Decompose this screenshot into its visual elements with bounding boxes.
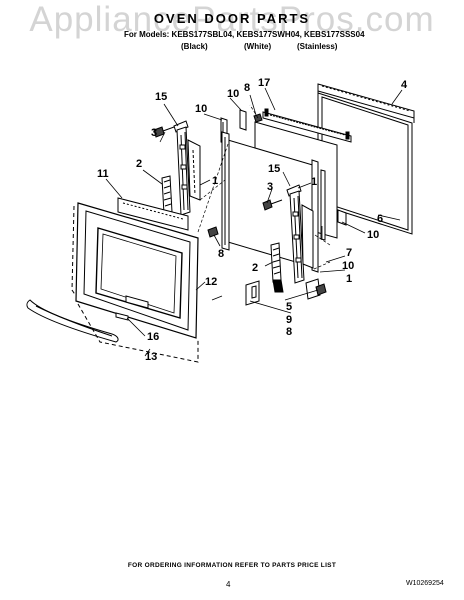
callout-3-right: 3 xyxy=(267,181,273,193)
part-6-outer-glass xyxy=(317,92,413,235)
callout-7: 7 xyxy=(346,247,352,259)
callout-15-right: 15 xyxy=(268,163,280,175)
callout-leaders xyxy=(105,87,403,357)
callout-15-left: 15 xyxy=(155,91,167,103)
callout-5: 5 xyxy=(286,301,292,313)
door-handle xyxy=(26,299,119,343)
callout-16: 17 xyxy=(258,77,270,89)
callout-11: 11 xyxy=(97,168,109,180)
callout-10-right: 10 xyxy=(367,229,379,241)
callout-9: 9 xyxy=(286,314,292,326)
callout-6: 6 xyxy=(377,213,383,225)
ordering-note: FOR ORDERING INFORMATION REFER TO PARTS … xyxy=(127,562,337,569)
leader-lines xyxy=(197,104,331,270)
document-code: W10269254 xyxy=(406,580,444,587)
variant-black: (Black) xyxy=(181,42,208,51)
part-15-right-hinge xyxy=(286,184,314,284)
models-line: For Models: KEBS177SBL04, KEBS177SWH04, … xyxy=(124,30,365,39)
callout-13: 13 xyxy=(145,351,157,363)
callout-8-mid: 8 xyxy=(218,248,224,260)
callout-4: 4 xyxy=(401,79,408,91)
variant-stainless: (Stainless) xyxy=(297,42,338,51)
callout-2-left: 2 xyxy=(136,158,142,170)
part-11-liner-strip xyxy=(117,197,189,231)
callout-3-left: 3 xyxy=(151,127,157,139)
callout-8-top: 8 xyxy=(244,82,250,94)
callout-2-right: 2 xyxy=(252,262,258,274)
watermark-text: AppliancePartsPros.com xyxy=(29,0,435,39)
callout-1-left: 1 xyxy=(212,175,218,187)
callout-10-left: 10 xyxy=(195,103,207,115)
callout-10-mid: 10 xyxy=(227,88,239,100)
variant-white: (White) xyxy=(244,42,272,51)
page-title: OVEN DOOR PARTS xyxy=(153,11,311,26)
callout-10-lower-right: 10 xyxy=(342,260,354,272)
part-16-glass-retainer xyxy=(262,108,352,143)
part-2-right-latch xyxy=(270,242,284,293)
callout-12: 12 xyxy=(205,276,217,288)
part-12-door-frame xyxy=(75,202,199,339)
callout-1-upper-right: 1 xyxy=(311,176,317,188)
part-10-spacer-strips xyxy=(220,109,347,241)
part-15-left-hinge xyxy=(173,120,201,216)
part-17-trim xyxy=(115,312,129,321)
part-13-bracket xyxy=(71,205,199,363)
callout-8-bottom: 8 xyxy=(286,326,292,338)
page-number: 4 xyxy=(226,580,231,589)
part-4-top-trim xyxy=(317,83,415,123)
callout-17: 16 xyxy=(147,331,159,343)
callout-1-lower-right: 1 xyxy=(346,273,352,285)
part-9-brackets xyxy=(245,278,327,306)
